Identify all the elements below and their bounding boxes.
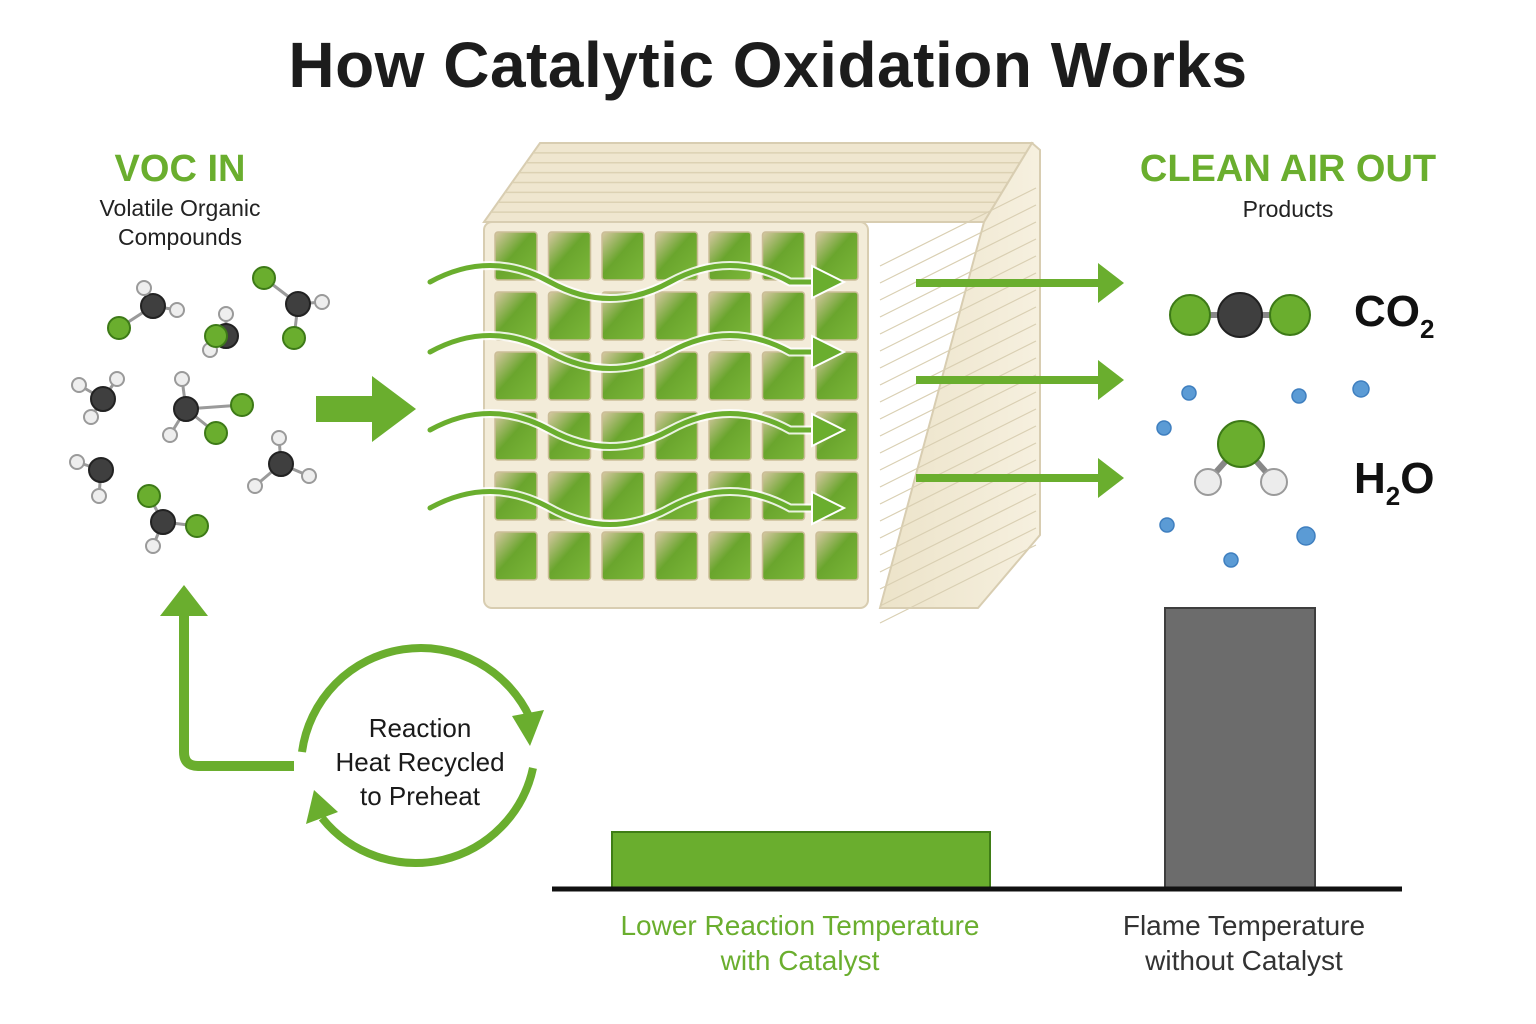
recycle-arrows-icon — [298, 644, 544, 867]
heat-cycle-line3: to Preheat — [360, 781, 480, 811]
h2o-formula-tail: O — [1400, 454, 1435, 503]
honeycomb-channel — [654, 531, 699, 581]
bar-with-catalyst — [611, 831, 991, 889]
honeycomb-channel — [708, 231, 752, 281]
page-title: How Catalytic Oxidation Works — [288, 29, 1248, 101]
bar-without-catalyst — [1164, 607, 1316, 889]
clean-air-out-heading: CLEAN AIR OUT — [1139, 148, 1437, 190]
heat-cycle-line1: Reaction — [368, 713, 472, 743]
voc-in-heading: VOC IN — [114, 148, 246, 190]
voc-molecule — [252, 266, 330, 350]
co2-formula-main: CO — [1354, 287, 1420, 336]
honeycomb-channel — [761, 531, 806, 581]
honeycomb-channel — [601, 471, 645, 521]
honeycomb-channel — [815, 291, 859, 341]
honeycomb-channel — [708, 351, 752, 401]
voc-molecule — [71, 371, 125, 425]
honeycomb-channel — [601, 531, 645, 581]
h2o-molecule-icon — [1194, 420, 1288, 496]
voc-molecule — [69, 454, 114, 504]
honeycomb-channel — [494, 351, 538, 401]
honeycomb-channel — [761, 351, 806, 401]
flame-bar-label-line1: Flame Temperature — [1122, 910, 1366, 941]
voc-subtitle-line1: Volatile Organic — [99, 195, 261, 221]
honeycomb-channel — [547, 231, 592, 281]
honeycomb-channel — [761, 291, 806, 341]
heat-cycle-line2: Heat Recycled — [335, 747, 505, 777]
co2-molecule-icon — [1169, 292, 1311, 338]
honeycomb-channel — [708, 411, 752, 461]
catalyst-bar-label-line1: Lower Reaction Temperature — [620, 910, 980, 941]
voc-molecule — [137, 484, 209, 554]
temperature-comparison-chart — [552, 607, 1402, 892]
co2-formula-subscript: 2 — [1420, 314, 1435, 344]
voc-molecule — [162, 371, 254, 445]
water-droplets — [1156, 380, 1370, 568]
inflow-arrow — [316, 376, 416, 442]
h2o-formula: H2O — [1354, 454, 1435, 509]
honeycomb-channel — [601, 351, 645, 401]
honeycomb-channel — [654, 291, 699, 341]
honeycomb-channel — [547, 531, 592, 581]
voc-subtitle-line2: Compounds — [117, 224, 243, 250]
voc-molecule-icon — [69, 266, 330, 554]
honeycomb-catalyst-icon — [425, 141, 1041, 624]
flame-bar-label-line2: without Catalyst — [1145, 945, 1343, 976]
outflow-arrows — [916, 263, 1124, 498]
h2o-formula-subscript: 2 — [1385, 481, 1401, 511]
products-subtitle: Products — [1242, 196, 1334, 222]
honeycomb-channel — [601, 291, 645, 341]
voc-molecule — [202, 306, 239, 358]
honeycomb-channel — [601, 411, 645, 461]
honeycomb-channel — [601, 231, 645, 281]
catalyst-bar-label-line2: with Catalyst — [720, 945, 880, 976]
co2-formula: CO2 — [1354, 287, 1434, 342]
voc-molecule — [107, 280, 185, 340]
h2o-formula-main: H — [1354, 454, 1386, 503]
voc-molecule — [247, 430, 317, 494]
preheat-return-arrow — [160, 585, 294, 771]
honeycomb-channel — [815, 531, 859, 581]
honeycomb-channel — [708, 531, 752, 581]
honeycomb-channel — [494, 531, 538, 581]
